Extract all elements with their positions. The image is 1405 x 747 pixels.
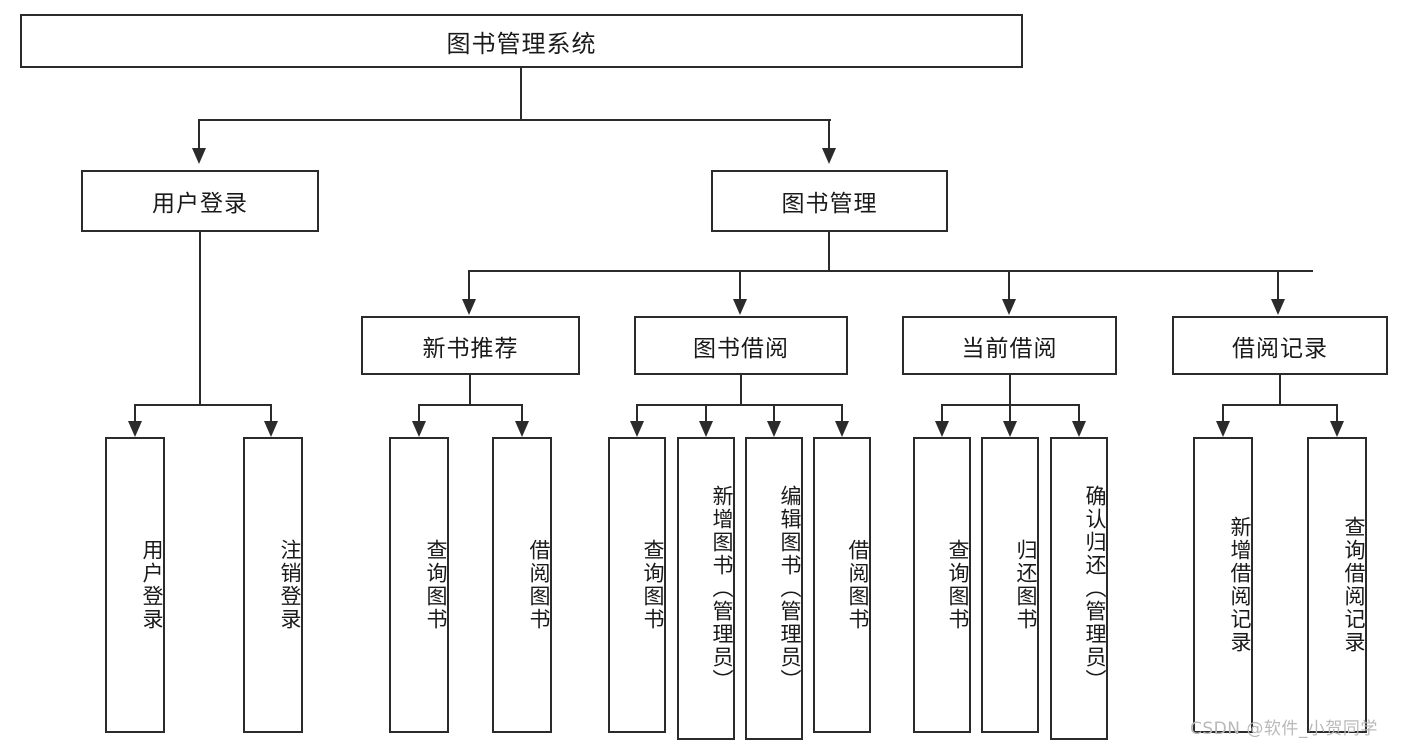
node-label: 查询图书 [424, 539, 448, 631]
node-user-login[interactable]: 用户登录 [81, 170, 319, 232]
node-label: 新书推荐 [422, 335, 519, 362]
arrowhead-leaf-query-book-bb [630, 421, 644, 437]
node-label: 图书管理系统 [446, 29, 597, 58]
arrowhead-to-new-book-recommend [462, 299, 476, 315]
connector-br-leaf-2 [1336, 404, 1338, 424]
node-root-book-management-system[interactable]: 图书管理系统 [20, 14, 1023, 68]
arrowhead-leaf-borrow-book-nbr [515, 421, 529, 437]
leaf-user-login[interactable]: 用户登录 [105, 437, 165, 733]
arrowhead-to-current-borrow [1002, 299, 1016, 315]
node-label: 注销登录 [278, 539, 302, 631]
connector-to-borrow-record [1277, 270, 1279, 302]
connector-user-login-leaf-1 [134, 404, 136, 424]
connector-level3-bus [468, 270, 1313, 272]
connector-cb-leaf-2 [1009, 404, 1011, 424]
connector-current-borrow-stem [1009, 375, 1011, 405]
connector-nbr-leaf-2 [521, 404, 523, 424]
connector-nbr-leaf-1 [418, 404, 420, 424]
leaf-edit-book-admin[interactable]: 编辑图书（管理员） [745, 437, 803, 740]
node-label: 编辑图书（管理员） [778, 485, 802, 692]
connector-root-stem [520, 68, 522, 120]
connector-borrow-record-stem [1279, 375, 1281, 405]
node-label: 查询图书 [641, 539, 665, 631]
connector-to-new-book-recommend [468, 270, 470, 302]
arrowhead-leaf-user-login [128, 421, 142, 437]
arrowhead-leaf-confirm-return [1072, 421, 1086, 437]
node-book-borrow[interactable]: 图书借阅 [634, 316, 848, 375]
connector-bb-leaf-2 [705, 404, 707, 424]
connector-br-leaf-1 [1222, 404, 1224, 424]
connector-book-borrow-stem [740, 375, 742, 405]
arrowhead-to-user-login [192, 148, 206, 164]
connector-new-book-recommend-stem [469, 375, 471, 405]
leaf-borrow-book-new-recommend[interactable]: 借阅图书 [492, 437, 552, 733]
node-label: 借阅图书 [846, 539, 870, 631]
arrowhead-leaf-borrow-book-bb [835, 421, 849, 437]
arrowhead-leaf-query-book-nbr [412, 421, 426, 437]
connector-to-book-borrow [739, 270, 741, 302]
leaf-query-book-new-recommend[interactable]: 查询图书 [389, 437, 449, 733]
connector-book-borrow-bus [636, 404, 842, 406]
arrowhead-to-borrow-record [1271, 299, 1285, 315]
arrowhead-leaf-logout [264, 421, 278, 437]
leaf-borrow-book-borrow[interactable]: 借阅图书 [813, 437, 871, 733]
leaf-confirm-return-admin[interactable]: 确认归还（管理员） [1050, 437, 1108, 740]
arrowhead-leaf-add-book [699, 421, 713, 437]
connector-root-bus [198, 119, 831, 121]
arrowhead-to-book-management [822, 148, 836, 164]
connector-bb-leaf-4 [841, 404, 843, 424]
node-book-management[interactable]: 图书管理 [711, 170, 948, 232]
connector-to-current-borrow [1008, 270, 1010, 302]
leaf-add-borrow-record[interactable]: 新增借阅记录 [1193, 437, 1253, 733]
node-label: 图书管理 [781, 191, 878, 217]
connector-cb-leaf-3 [1078, 404, 1080, 424]
node-borrow-record[interactable]: 借阅记录 [1172, 316, 1388, 375]
node-label: 查询图书 [946, 539, 970, 631]
node-label: 归还图书 [1014, 539, 1038, 631]
leaf-query-book-borrow[interactable]: 查询图书 [608, 437, 666, 733]
node-label: 确认归还（管理员） [1083, 485, 1107, 692]
node-label: 新增借阅记录 [1228, 516, 1252, 654]
csdn-watermark: CSDN @软件_小贺同学 [1190, 719, 1378, 739]
node-label: 新增图书（管理员） [710, 485, 734, 692]
node-label: 借阅图书 [527, 539, 551, 631]
leaf-add-book-admin[interactable]: 新增图书（管理员） [677, 437, 735, 740]
connector-cb-leaf-1 [941, 404, 943, 424]
connector-bb-leaf-3 [773, 404, 775, 424]
node-label: 图书借阅 [693, 335, 789, 362]
connector-user-login-stem [199, 232, 201, 405]
arrowhead-leaf-query-record [1330, 421, 1344, 437]
connector-root-to-book-management [828, 119, 830, 151]
arrowhead-leaf-query-book-cb [935, 421, 949, 437]
arrowhead-leaf-return-book [1003, 421, 1017, 437]
connector-root-to-user-login [198, 119, 200, 151]
node-label: 借阅记录 [1232, 335, 1328, 362]
arrowhead-to-book-borrow [733, 299, 747, 315]
node-label: 查询借阅记录 [1342, 516, 1366, 654]
node-label: 当前借阅 [961, 335, 1058, 362]
node-new-book-recommend[interactable]: 新书推荐 [361, 316, 580, 375]
connector-book-management-stem [828, 232, 830, 272]
connector-new-book-recommend-bus [418, 404, 523, 406]
connector-borrow-record-bus [1222, 404, 1338, 406]
node-label: 用户登录 [140, 539, 164, 631]
connector-user-login-bus [134, 404, 271, 406]
leaf-return-book[interactable]: 归还图书 [981, 437, 1039, 733]
node-label: 用户登录 [152, 191, 248, 217]
connector-user-login-leaf-2 [270, 404, 272, 424]
connector-bb-leaf-1 [636, 404, 638, 424]
node-current-borrow[interactable]: 当前借阅 [902, 316, 1117, 375]
leaf-query-book-current[interactable]: 查询图书 [913, 437, 971, 733]
arrowhead-leaf-add-record [1216, 421, 1230, 437]
leaf-logout[interactable]: 注销登录 [243, 437, 303, 733]
arrowhead-leaf-edit-book [767, 421, 781, 437]
leaf-query-borrow-record[interactable]: 查询借阅记录 [1307, 437, 1367, 733]
